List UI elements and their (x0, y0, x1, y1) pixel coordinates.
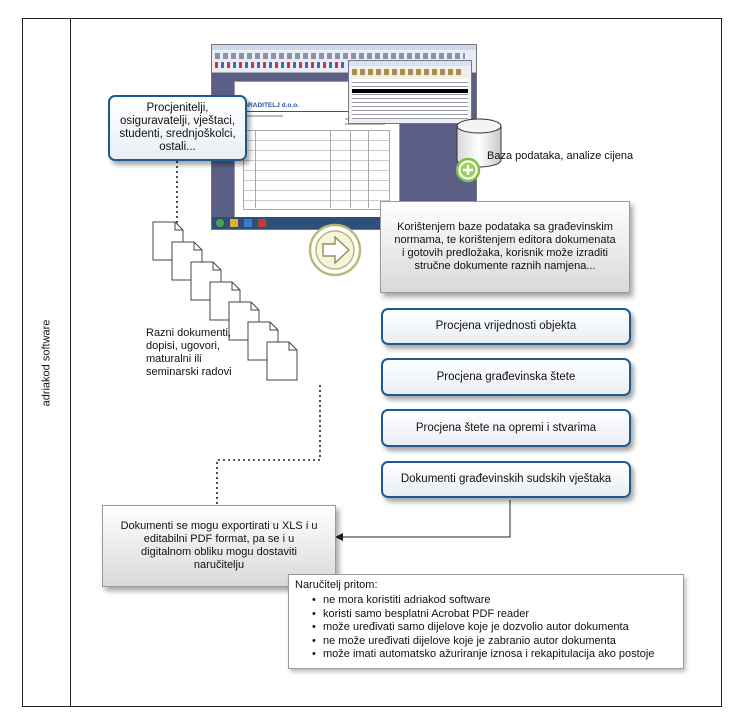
client-note-title: Naručitelj pritom: (295, 579, 378, 591)
client-note-item: može uređivati samo dijelove koje je doz… (295, 621, 677, 635)
client-note-list: ne mora koristiti adriakod software kori… (295, 594, 677, 662)
task-label: Procjena štete na opremi i stvarima (415, 421, 597, 434)
client-note: Naručitelj pritom: ne mora koristiti adr… (288, 574, 684, 669)
task-procjena-vrijednosti-objekta: Procjena vrijednosti objekta (381, 308, 631, 345)
description-text: Korištenjem baze podataka sa građevinski… (394, 221, 616, 272)
client-note-item: može imati automatsko ažuriranje iznosa … (295, 648, 677, 662)
lane-divider (70, 18, 71, 707)
plus-icon (455, 157, 481, 183)
pool (22, 18, 722, 707)
task-label: Procjena građevinska štete (436, 370, 576, 383)
screenshot-company: GRADITELJ d.o.o. (243, 102, 299, 109)
screenshot-popup-window (348, 60, 472, 124)
tasks-to-export-arrow (335, 500, 511, 541)
screenshot-titlebar (212, 45, 476, 50)
documents-to-export-line (216, 385, 321, 508)
task-procjena-stete-na-opremi: Procjena štete na opremi i stvarima (381, 409, 631, 447)
export-text: Dokumenti se mogu exportirati u XLS i u … (120, 520, 318, 571)
documents-label: Razni dokumenti, dopisi, ugovori, matura… (146, 327, 232, 378)
export-box: Dokumenti se mogu exportirati u XLS i u … (102, 505, 336, 587)
task-procjena-gradevinske-stete: Procjena građevinska štete (381, 358, 631, 396)
database-label: Baza podataka, analize cijena (487, 150, 634, 162)
app-screenshot: GRADITELJ d.o.o. (211, 44, 477, 230)
task-label: Dokumenti građevinskih sudskih vještaka (400, 473, 612, 485)
task-dokumenti-sudskih-vjestaka: Dokumenti građevinskih sudskih vještaka (381, 461, 631, 498)
client-note-item: ne mora koristiti adriakod software (295, 594, 677, 608)
task-label: Procjena vrijednosti objekta (435, 320, 577, 332)
actors-box: Procjenitelji, osiguravatelji, vještaci,… (108, 95, 247, 161)
actors-text: Procjenitelji, osiguravatelji, vještaci,… (119, 102, 236, 153)
client-note-item: ne može uređivati dijelove koje je zabra… (295, 635, 677, 649)
arrow-right-icon (308, 223, 362, 277)
database-icon (455, 118, 502, 183)
client-note-item: koristi samo besplatni Acrobat PDF reade… (295, 608, 677, 622)
document-icon (266, 341, 298, 381)
description-box: Korištenjem baze podataka sa građevinski… (380, 201, 630, 293)
